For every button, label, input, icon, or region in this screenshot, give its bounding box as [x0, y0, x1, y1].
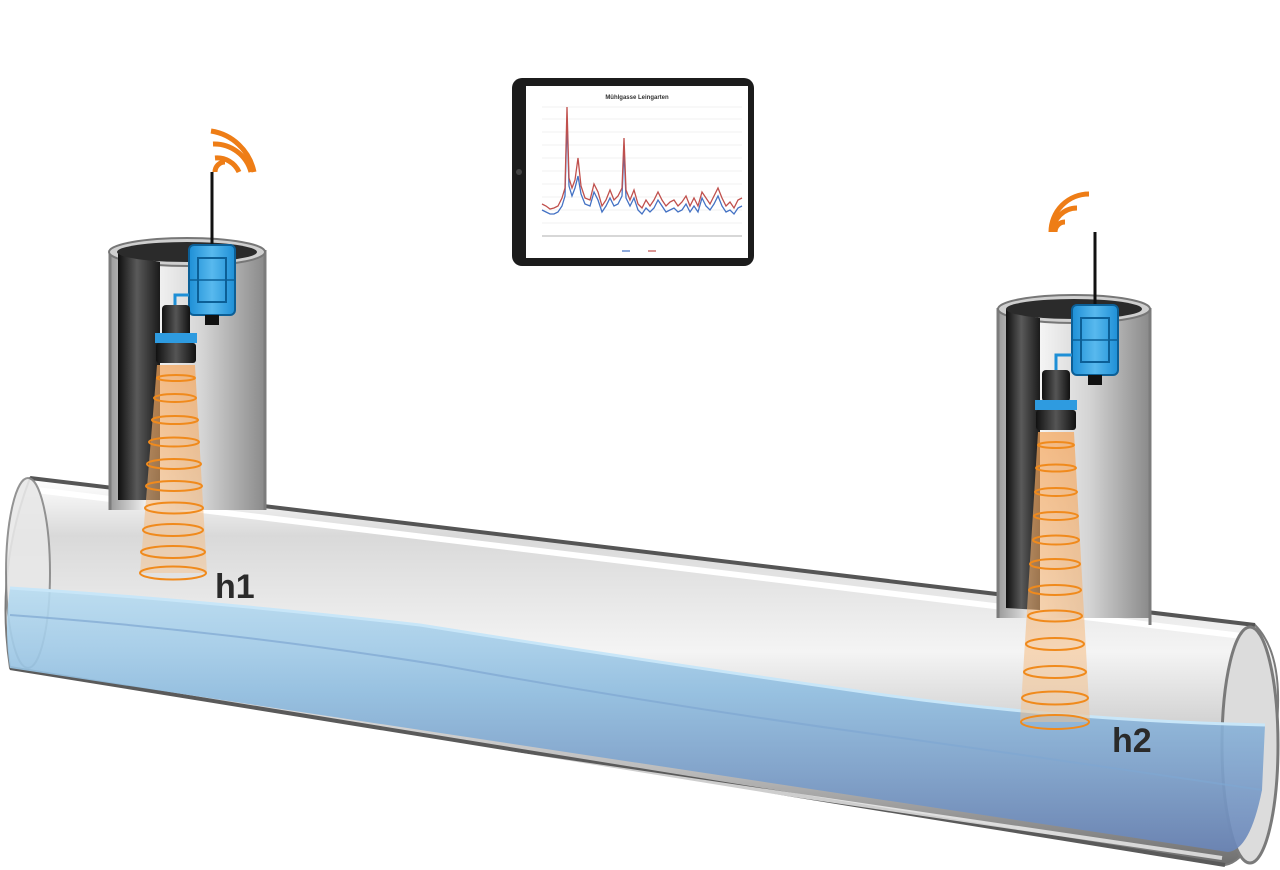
- tablet-series-red: [541, 106, 743, 210]
- tablet-chart-grid: [542, 106, 742, 237]
- tablet-series-blue: [541, 119, 743, 216]
- wifi-signal-icon: [1048, 191, 1090, 233]
- right-ultrasonic-sensor: [1035, 370, 1077, 430]
- tablet-chart-title: Mühlgasse Leingarten: [605, 95, 669, 101]
- ultrasonic-sensor-icon: [1042, 370, 1070, 402]
- wifi-signal-icon: [210, 128, 257, 174]
- level-label-h1: h1: [215, 568, 255, 606]
- left-ultrasonic-beam: [139, 365, 207, 581]
- tablet: Mühlgasse Leingarten: [512, 78, 754, 266]
- left-transmitter: [173, 172, 236, 325]
- right-ultrasonic-beam: [1020, 432, 1090, 730]
- right-transmitter: [1054, 232, 1119, 385]
- level-label-h2: h2: [1112, 722, 1152, 760]
- tablet-screen: [526, 86, 748, 258]
- left-ultrasonic-sensor: [155, 305, 197, 363]
- ultrasonic-sensor-icon: [162, 305, 190, 337]
